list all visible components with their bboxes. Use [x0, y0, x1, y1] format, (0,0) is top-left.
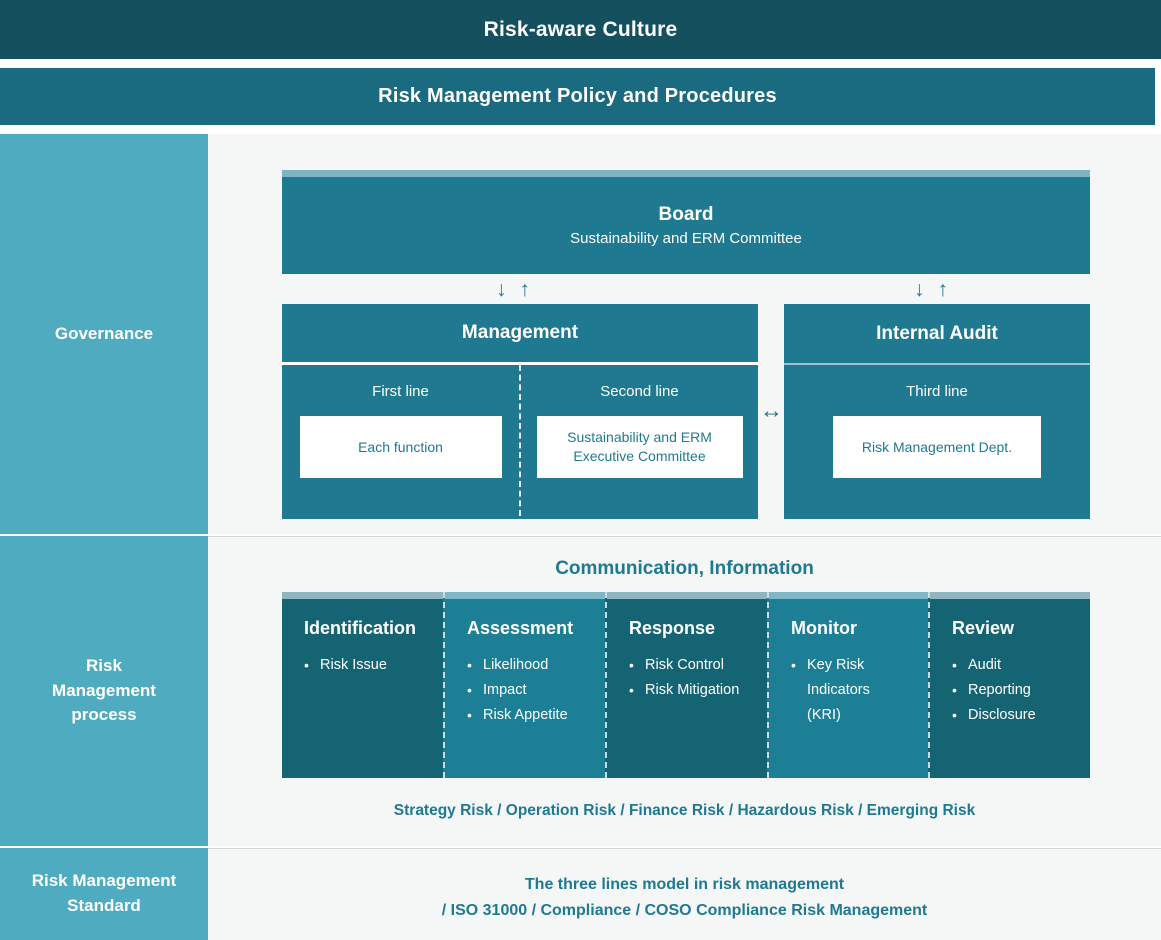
- management-title: Management: [282, 304, 758, 365]
- arrow-up-icon: ↑: [519, 278, 531, 301]
- process-step-items: Risk ControlRisk Mitigation: [629, 653, 767, 703]
- standard-description: The three lines model in risk management…: [208, 872, 1161, 924]
- list-item: Impact: [467, 678, 605, 703]
- banner-policy-label: Risk Management Policy and Procedures: [378, 85, 777, 107]
- process-step-top-strip: [282, 592, 443, 599]
- list-item: Likelihood: [467, 653, 605, 678]
- process-step-review: ReviewAuditReportingDisclosure: [928, 592, 1090, 778]
- internal-audit-lines: Third line Risk Management Dept.: [784, 365, 1090, 516]
- arrow-down-icon: ↓: [496, 278, 507, 301]
- first-line-label: First line: [372, 383, 429, 400]
- process-step-items: AuditReportingDisclosure: [952, 653, 1090, 728]
- list-item: Reporting: [952, 678, 1090, 703]
- process-step-top-strip: [769, 592, 928, 599]
- management-box: Management First line Each function Seco…: [282, 304, 758, 519]
- banner-risk-aware-culture: Risk-aware Culture: [0, 0, 1161, 59]
- board-box: Board Sustainability and ERM Committee: [282, 170, 1090, 274]
- line-column-first: First line Each function: [282, 365, 519, 516]
- board-title: Board: [658, 204, 714, 225]
- pane-risk-management-standard: [208, 848, 1161, 940]
- process-step-title: Assessment: [467, 618, 574, 638]
- process-step-top-strip: [930, 592, 1090, 599]
- process-step-items: LikelihoodImpactRisk Appetite: [467, 653, 605, 728]
- line-column-third: Third line Risk Management Dept.: [784, 365, 1090, 516]
- third-line-label: Third line: [906, 383, 968, 400]
- arrow-up-icon: ↑: [937, 278, 949, 301]
- board-subtitle: Sustainability and ERM Committee: [570, 230, 802, 247]
- process-step-top-strip: [445, 592, 605, 599]
- process-step-items: Risk Issue: [304, 653, 443, 678]
- list-item: Disclosure: [952, 703, 1090, 728]
- second-line-label: Second line: [600, 383, 679, 400]
- arrow-bidirectional-icon: ↔: [760, 397, 783, 423]
- process-step-assessment: AssessmentLikelihoodImpactRisk Appetite: [443, 592, 605, 778]
- banner-risk-management-policy: Risk Management Policy and Procedures: [0, 68, 1155, 125]
- process-step-response: ResponseRisk ControlRisk Mitigation: [605, 592, 767, 778]
- arrow-pair-board-management: ↓ ↑: [496, 279, 530, 300]
- process-step-identification: IdentificationRisk Issue: [282, 592, 443, 778]
- communication-information-label: Communication, Information: [555, 558, 814, 579]
- process-step-title: Review: [952, 618, 1015, 638]
- list-item: Risk Issue: [304, 653, 443, 678]
- process-step-title: Response: [629, 618, 716, 638]
- sidebar-label-governance: Governance: [0, 134, 208, 534]
- process-step-title: Identification: [304, 618, 416, 638]
- process-step-top-strip: [607, 592, 767, 599]
- card-risk-management-dept: Risk Management Dept.: [833, 416, 1041, 478]
- list-item: Audit: [952, 653, 1090, 678]
- standard-line-2: / ISO 31000 / Compliance / COSO Complian…: [441, 901, 928, 919]
- arrow-down-icon: ↓: [914, 278, 925, 301]
- risk-types-label: Strategy Risk / Operation Risk / Finance…: [393, 802, 976, 819]
- process-step-title: Monitor: [791, 618, 857, 638]
- internal-audit-title: Internal Audit: [784, 304, 1090, 365]
- sidebar-governance-text: Governance: [54, 323, 154, 343]
- internal-audit-box: Internal Audit Third line Risk Managemen…: [784, 304, 1090, 519]
- list-item: Risk Control: [629, 653, 767, 678]
- standard-line-1: The three lines model in risk management: [524, 876, 845, 893]
- risk-process-steps: IdentificationRisk IssueAssessmentLikeli…: [282, 592, 1090, 778]
- list-item: Risk Mitigation: [629, 678, 767, 703]
- list-item: Risk Appetite: [467, 703, 605, 728]
- card-each-function: Each function: [299, 416, 502, 478]
- banner-culture-label: Risk-aware Culture: [483, 17, 678, 41]
- management-lines: First line Each function Second line Sus…: [282, 365, 758, 516]
- arrow-pair-board-internal-audit: ↓ ↑: [914, 279, 948, 300]
